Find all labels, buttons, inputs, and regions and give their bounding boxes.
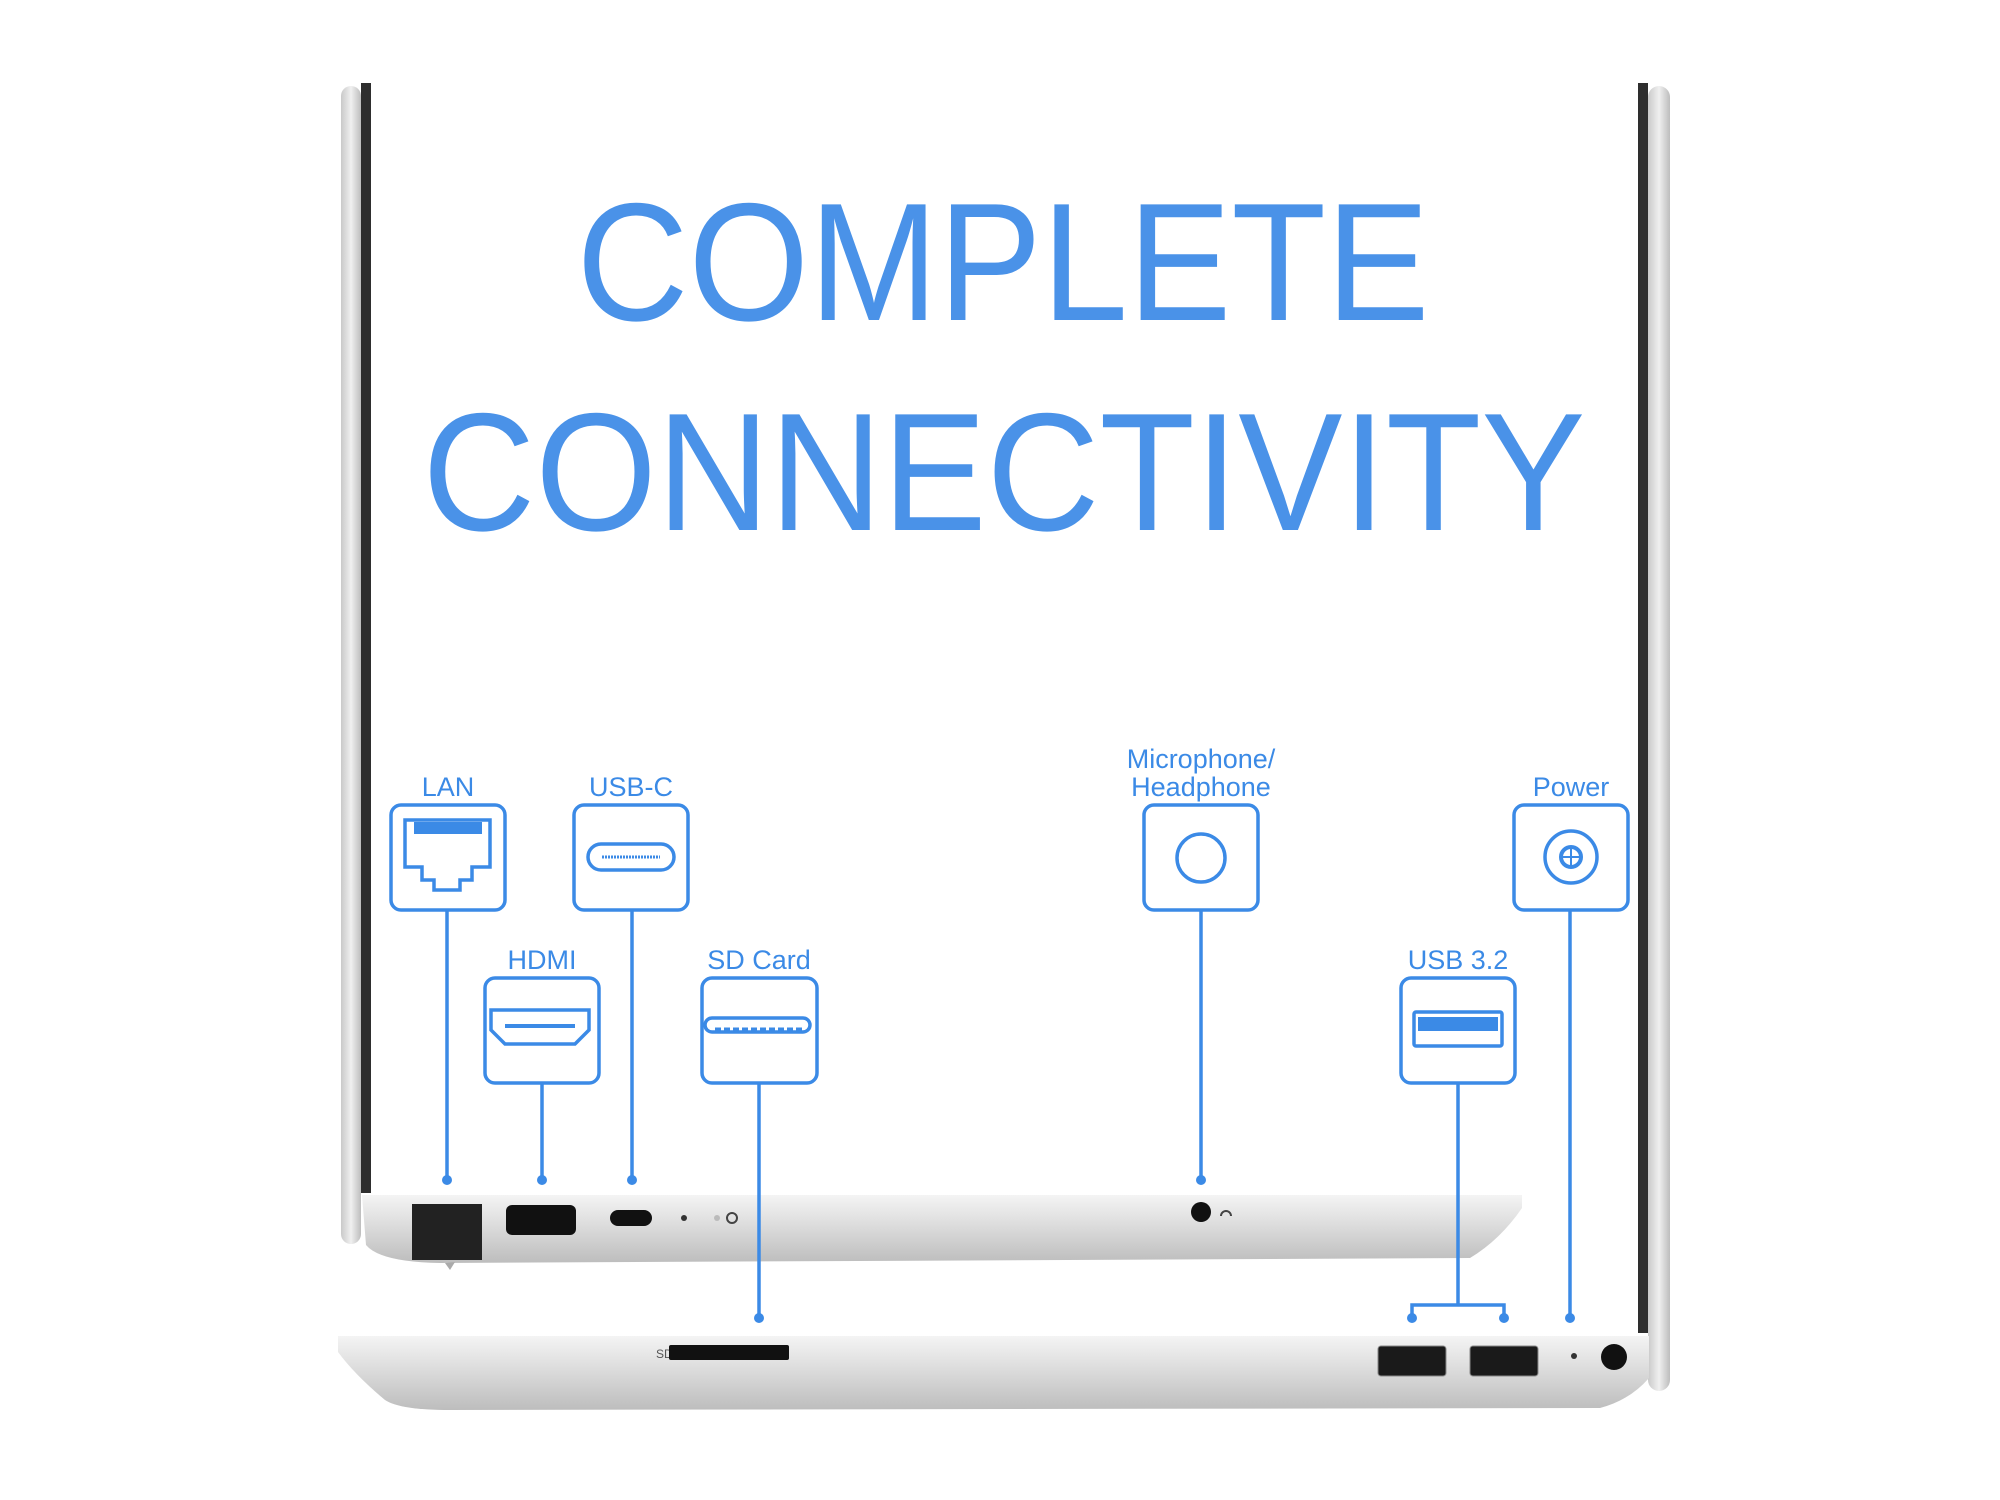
lan-port — [412, 1204, 482, 1260]
usb-c-port — [610, 1210, 652, 1226]
callout-sd-card: SD Card — [700, 945, 819, 1085]
usb-c-label: USB-C — [589, 772, 673, 802]
mic-label-line-2: Headphone — [1131, 772, 1271, 802]
power-jack — [1601, 1344, 1627, 1370]
callout-usb-3-2: USB 3.2 — [1399, 945, 1517, 1085]
usb-c-icon — [586, 842, 676, 872]
callout-usb-c: USB-C — [572, 772, 690, 912]
hdmi-icon — [489, 1008, 591, 1046]
sd-card-icon — [703, 1016, 812, 1034]
callout-microphone-headphone: Microphone/ Headphone — [1127, 744, 1276, 912]
headphone-icon — [1220, 1210, 1232, 1217]
callout-power: Power — [1512, 772, 1630, 912]
laptop-lid-right — [1638, 83, 1670, 1391]
audio-jack-icon — [1175, 832, 1227, 884]
sd-slot — [669, 1345, 789, 1360]
laptop-left-side — [362, 1195, 1522, 1270]
callout-lan: LAN — [389, 772, 507, 912]
usb-a-icon — [1412, 1010, 1504, 1048]
laptop-lid-left — [341, 83, 371, 1244]
audio-jack — [1191, 1202, 1211, 1222]
power-led-icon — [726, 1212, 738, 1224]
headline-line-1: COMPLETE — [577, 168, 1430, 356]
sd-text: SD — [656, 1347, 673, 1361]
ethernet-icon — [403, 818, 492, 892]
callout-hdmi: HDMI — [483, 945, 601, 1085]
usb-a-port-2 — [1469, 1345, 1539, 1377]
lan-label: LAN — [422, 772, 475, 802]
laptop-right-side: SD — [338, 1336, 1649, 1410]
hdmi-port — [506, 1205, 576, 1235]
headline-line-2: CONNECTIVITY — [423, 378, 1586, 566]
power-jack-icon — [1543, 829, 1599, 885]
usb-a-port-1 — [1377, 1345, 1447, 1377]
hdmi-label: HDMI — [508, 945, 577, 975]
callout-lines — [442, 910, 1575, 1323]
power-label: Power — [1533, 772, 1610, 802]
sd-card-label: SD Card — [707, 945, 811, 975]
usb-3-2-label: USB 3.2 — [1408, 945, 1509, 975]
mic-label-line-1: Microphone/ — [1127, 744, 1276, 774]
